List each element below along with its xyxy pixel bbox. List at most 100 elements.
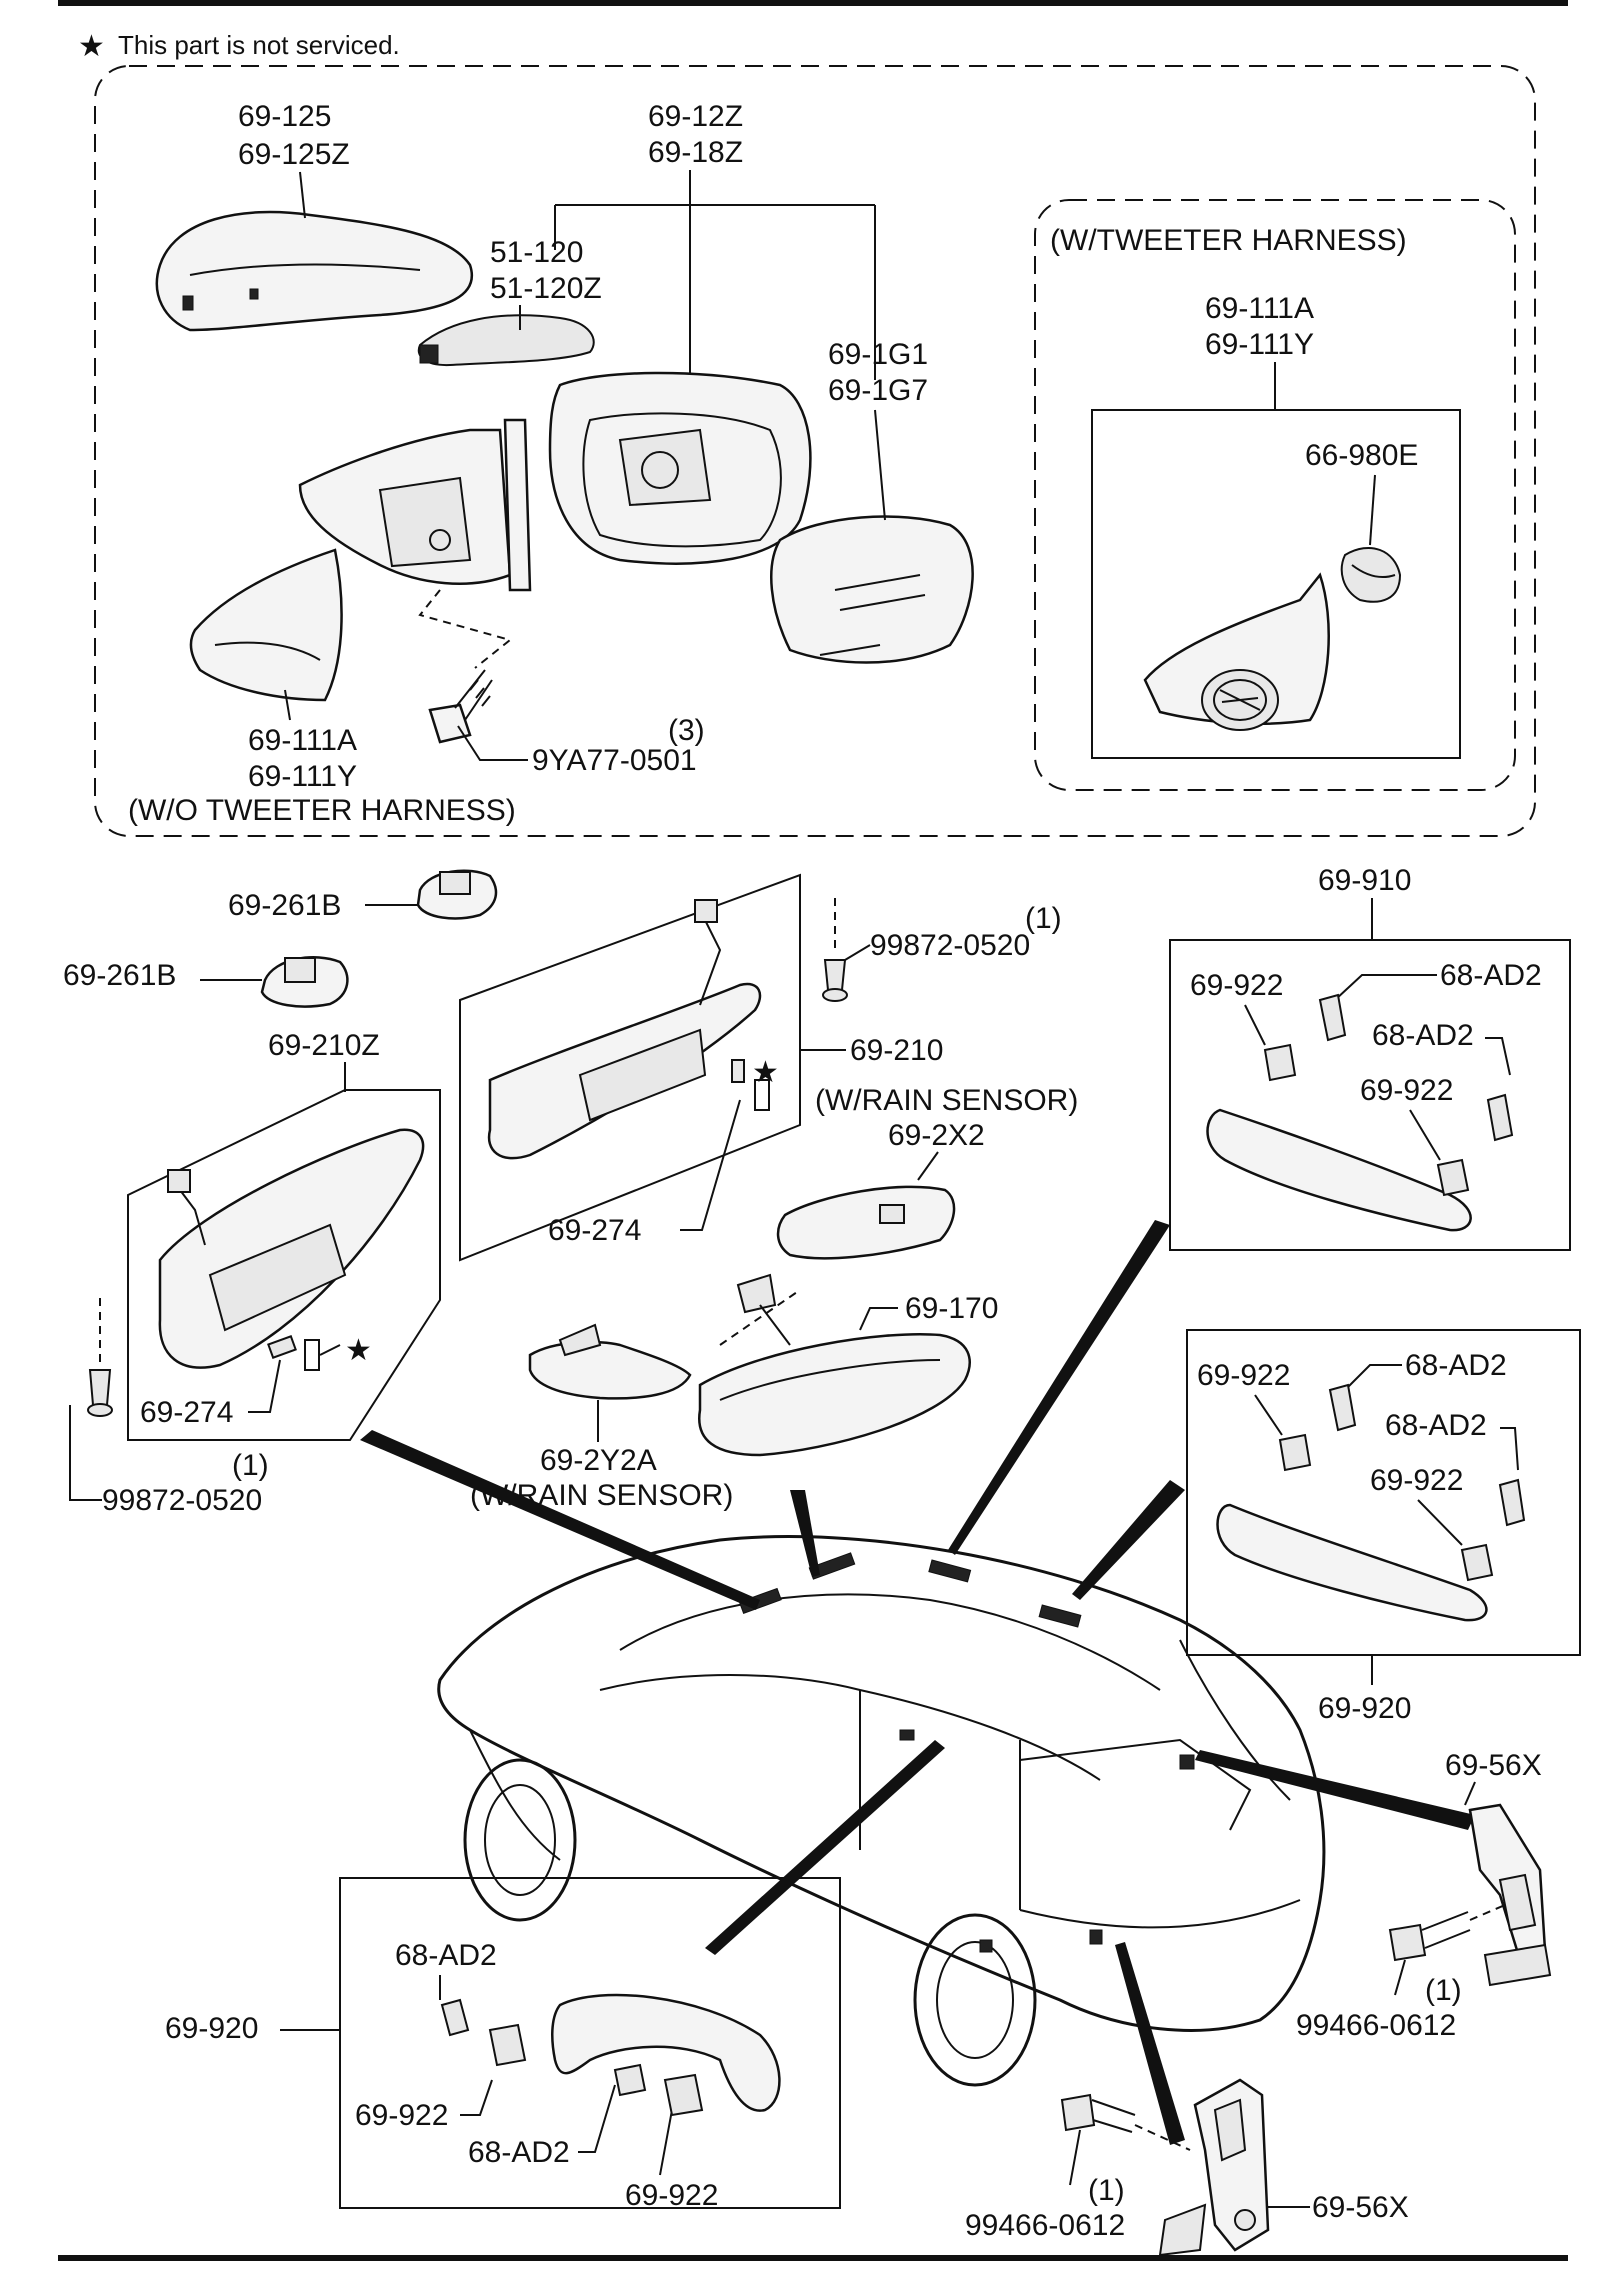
wedge-grip-front [948,1220,1170,1555]
hook-lower-bolt-label: 99466-0612 [965,2209,1125,2242]
grip-front-box [1169,939,1571,1251]
visor-right-tag [754,1079,770,1111]
turn-lamp-label-a: 51-120 [490,236,583,269]
mirror-label-b: 69-18Z [648,136,743,169]
screw-right-qty: (1) [1025,902,1062,935]
hook-upper-bolt-qty: (1) [1425,1974,1462,2007]
hook-upper-label: 69-56X [1445,1749,1542,1782]
hook-lower-label: 69-56X [1312,2191,1409,2224]
screw-left-label: 99872-0520 [102,1484,262,1517]
glass-label-a: 69-1G1 [828,338,928,371]
glass-label-b: 69-1G7 [828,374,928,407]
mirror-cover-drawing [155,210,473,332]
visor-right-star: ★ [752,1056,779,1089]
screw-left-drawing [87,1369,113,1417]
garnish-note: (W/O TWEETER HARNESS) [128,794,516,827]
grip-rear-cap-2-label: 68-AD2 [1385,1409,1487,1442]
hook-upper-bolt-label: 99466-0612 [1296,2009,1456,2042]
bolt-qty: (3) [668,714,705,747]
hook-upper-drawing [1468,1803,1552,1987]
grip-rear-clip-2-label: 69-922 [1370,1464,1463,1497]
star-symbol: ★ [78,30,105,63]
hook-lower-drawing [1158,2078,1270,2257]
turn-lamp-label-b: 51-120Z [490,272,602,305]
grip-rear-cap-1-label: 68-AD2 [1405,1349,1507,1382]
grip-front-cap-2-label: 68-AD2 [1372,1019,1474,1052]
screw-right-label: 99872-0520 [870,929,1030,962]
mirror-glass-drawing [770,515,974,664]
bottom-rule [58,2255,1568,2261]
tweeter-inner-box [1091,409,1461,759]
grip-front-clip-1-label: 69-922 [1190,969,1283,1002]
grip-lower-drawing [440,1993,781,2117]
wedge-visor-left [360,1430,760,1610]
wedge-grip-rear [1072,1480,1185,1600]
lamp-left-label: 69-274 [140,1396,233,1429]
screw-left-qty: (1) [232,1449,269,1482]
garnish-drawing [189,548,343,702]
screw-right-drawing [822,959,848,1002]
grip-lower-assembly-label: 69-920 [165,2012,258,2045]
wedge-visor-right [790,1490,820,1577]
interior-mirror-drawing [698,1273,971,1457]
holder-2-label: 69-261B [63,959,176,992]
grip-front-cap-1-label: 68-AD2 [1440,959,1542,992]
tweeter-group-title: (W/TWEETER HARNESS) [1050,224,1407,257]
visor-left-drawing [158,1128,425,1369]
tweeter-garnish-drawing [1143,572,1330,731]
tweeter-garnish-label-b: 69-111Y [1205,328,1314,361]
lamp-right-label: 69-274 [548,1214,641,1247]
wedge-hook-lower [1115,1942,1185,2145]
grip-rear-drawing [1216,1383,1526,1622]
lower-cover-label: 69-2Y2A [540,1444,657,1477]
rain-note: (W/RAIN SENSOR) [815,1084,1078,1117]
visor-holder-1-drawing [416,869,498,920]
tweeter-group-frame [1034,199,1516,791]
tweeter-garnish-label-a: 69-111A [1205,292,1314,325]
turn-lamp-drawing [417,314,595,367]
note-text: This part is not serviced. [118,30,400,60]
grip-rear-assembly-label: 69-920 [1318,1692,1411,1725]
cover-label-b: 69-125Z [238,138,350,171]
grip-front-assembly-label: 69-910 [1318,864,1411,897]
grip-lower-box [339,1877,841,2209]
visor-holder-2-drawing [260,956,349,1008]
top-rule [58,0,1568,6]
garnish-label-a: 69-111A [248,724,357,757]
visor-left-label: 69-210Z [268,1029,380,1062]
mirror-group-frame [94,65,1536,837]
visor-left-star: ★ [345,1334,372,1367]
wedge-grip-lower [705,1740,945,1955]
grip-lower-cap-2-label: 68-AD2 [468,2136,570,2169]
garnish-label-b: 69-111Y [248,760,357,793]
hook-lower-bolt-qty: (1) [1088,2174,1125,2207]
grip-lower-clip-2-label: 69-922 [625,2179,718,2212]
grip-lower-cap-1-label: 68-AD2 [395,1939,497,1972]
bolt-label: 9YA77-0501 [532,744,697,777]
grip-rear-box [1186,1329,1581,1656]
rain-cover-drawing [776,1185,956,1260]
visor-right-drawing [487,899,762,1160]
rain-cover-label: 69-2X2 [888,1119,985,1152]
wedge-hook-upper [1195,1750,1475,1830]
grip-front-clip-2-label: 69-922 [1360,1074,1453,1107]
visor-left-tag [304,1339,320,1371]
holder-1-label: 69-261B [228,889,341,922]
lamp-left-drawing [267,1335,297,1359]
tweeter-label: 66-980E [1305,439,1418,472]
bolt-drawing [428,669,493,744]
mirror-label-a: 69-12Z [648,100,743,133]
lower-cover-drawing [528,1323,692,1400]
grip-front-drawing [1206,993,1514,1232]
tweeter-drawing [1340,546,1402,603]
cover-label-a: 69-125 [238,100,331,133]
hook-lower-bolt-drawing [1060,2093,1136,2133]
grip-rear-clip-1-label: 69-922 [1197,1359,1290,1392]
visor-right-label: 69-210 [850,1034,943,1067]
mirror-housing-drawing [298,371,812,592]
inner-mirror-label: 69-170 [905,1292,998,1325]
visor-right-panel [459,873,801,1262]
hook-upper-bolt-drawing [1388,1911,1471,1962]
grip-lower-clip-1-label: 69-922 [355,2099,448,2132]
